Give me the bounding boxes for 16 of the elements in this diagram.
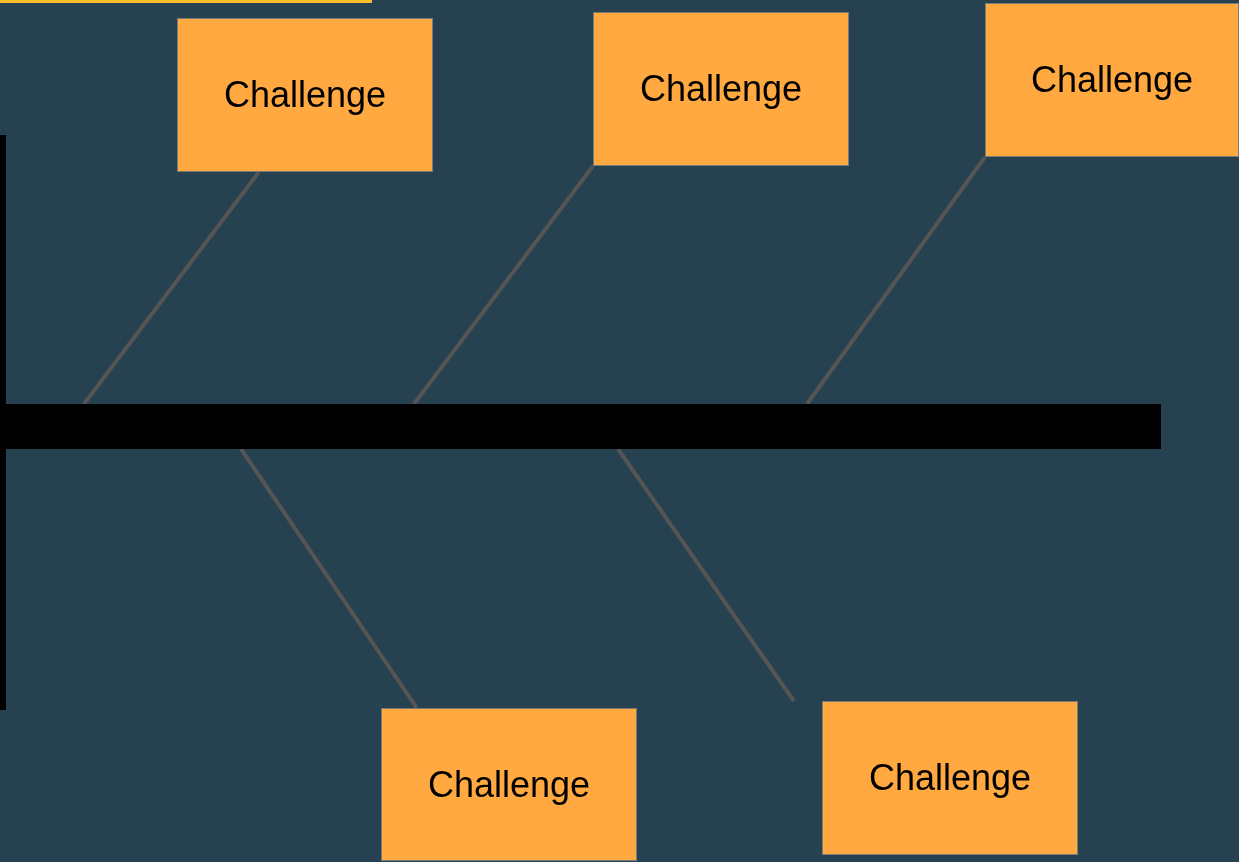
bone-line bbox=[412, 164, 595, 406]
challenge-box bbox=[822, 701, 1078, 855]
bone-line bbox=[82, 170, 261, 406]
challenge-box bbox=[593, 12, 849, 166]
challenge-box bbox=[381, 708, 637, 861]
challenge-box bbox=[177, 18, 433, 172]
bone-line bbox=[239, 447, 419, 710]
bone-line bbox=[616, 447, 796, 703]
spine-bar bbox=[6, 404, 1161, 449]
challenge-label: Challenge bbox=[868, 757, 1032, 799]
challenge-box bbox=[985, 3, 1239, 157]
challenge-label: Challenge bbox=[1030, 59, 1194, 101]
challenge-label: Challenge bbox=[639, 68, 803, 110]
bone-line bbox=[805, 155, 987, 406]
challenge-label: Challenge bbox=[427, 763, 591, 806]
challenge-label: Challenge bbox=[223, 74, 387, 116]
